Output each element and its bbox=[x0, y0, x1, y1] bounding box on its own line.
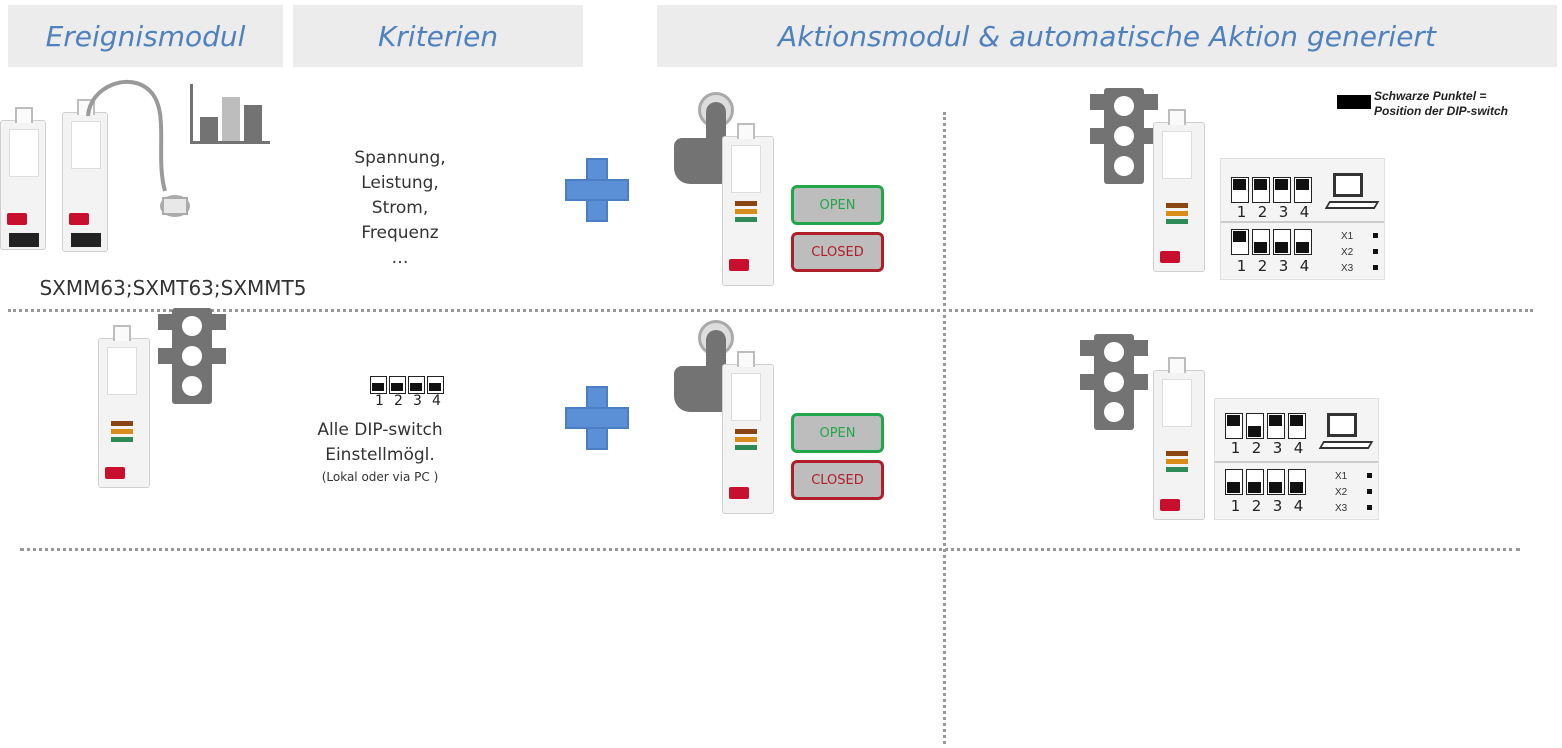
hand-pointer-icon bbox=[670, 92, 740, 187]
criteria-dip-line2: Einstellmögl. bbox=[325, 445, 435, 465]
criteria-ellipsis: … bbox=[391, 248, 409, 268]
action-device-schema bbox=[1153, 109, 1205, 272]
header-event-module: Ereignismodul bbox=[8, 5, 283, 67]
criteria-dip-text: Alle DIP-switch Einstellmögl. (Lokal ode… bbox=[300, 418, 460, 486]
criteria-frequency: Frequenz bbox=[361, 223, 439, 243]
plus-icon bbox=[565, 386, 629, 450]
row-separator-2 bbox=[20, 548, 1520, 551]
legend-black-swatch bbox=[1337, 95, 1371, 109]
criteria-dip-line1: Alle DIP-switch bbox=[317, 420, 443, 440]
criteria-current: Strom, bbox=[371, 198, 429, 218]
sensor-device-left bbox=[0, 107, 46, 250]
traffic-light-icon bbox=[1090, 88, 1160, 184]
dip-switch-icon bbox=[370, 376, 444, 394]
criteria-voltage: Spannung, bbox=[354, 148, 446, 168]
open-button[interactable]: OPEN bbox=[791, 185, 884, 225]
header-action-module: Aktionsmodul & automatische Aktion gener… bbox=[657, 5, 1557, 67]
column-separator bbox=[943, 112, 946, 744]
open-button[interactable]: OPEN bbox=[791, 413, 884, 453]
hand-pointer-icon bbox=[670, 320, 740, 415]
row-separator-1 bbox=[8, 309, 1533, 312]
plus-icon bbox=[565, 158, 629, 222]
legend-line-1: Schwarze Punktel = bbox=[1374, 89, 1487, 103]
action-device-schema bbox=[1153, 357, 1205, 520]
dip-switch-bottom bbox=[1225, 469, 1306, 495]
legend-line-2: Position der DIP-switch bbox=[1374, 104, 1509, 118]
device-models-label: SXMM63;SXMT63;SXMMT5 bbox=[39, 276, 307, 300]
traffic-light-icon bbox=[1080, 334, 1150, 430]
criteria-power: Leistung, bbox=[361, 173, 439, 193]
pc-monitor-icon bbox=[1333, 173, 1363, 197]
dip-switch-top bbox=[1231, 177, 1312, 203]
bar-chart-icon bbox=[190, 84, 270, 144]
dip-switch-bottom bbox=[1231, 229, 1312, 255]
event-device-row2 bbox=[98, 325, 150, 488]
closed-button[interactable]: CLOSED bbox=[791, 460, 884, 500]
criteria-dip-note: (Lokal oder via PC ) bbox=[321, 470, 439, 484]
traffic-light-icon bbox=[158, 308, 228, 404]
header-criteria: Kriterien bbox=[293, 5, 583, 67]
legend-text: Schwarze Punktel = Position der DIP-swit… bbox=[1374, 89, 1508, 119]
closed-button[interactable]: CLOSED bbox=[791, 232, 884, 272]
pc-monitor-icon bbox=[1327, 413, 1357, 437]
criteria-list: Spannung, Leistung, Strom, Frequenz … bbox=[320, 146, 480, 271]
current-transformer-cable-icon bbox=[86, 80, 190, 217]
action-device bbox=[722, 123, 774, 286]
action-device bbox=[722, 351, 774, 514]
dip-switch-top bbox=[1225, 413, 1306, 439]
